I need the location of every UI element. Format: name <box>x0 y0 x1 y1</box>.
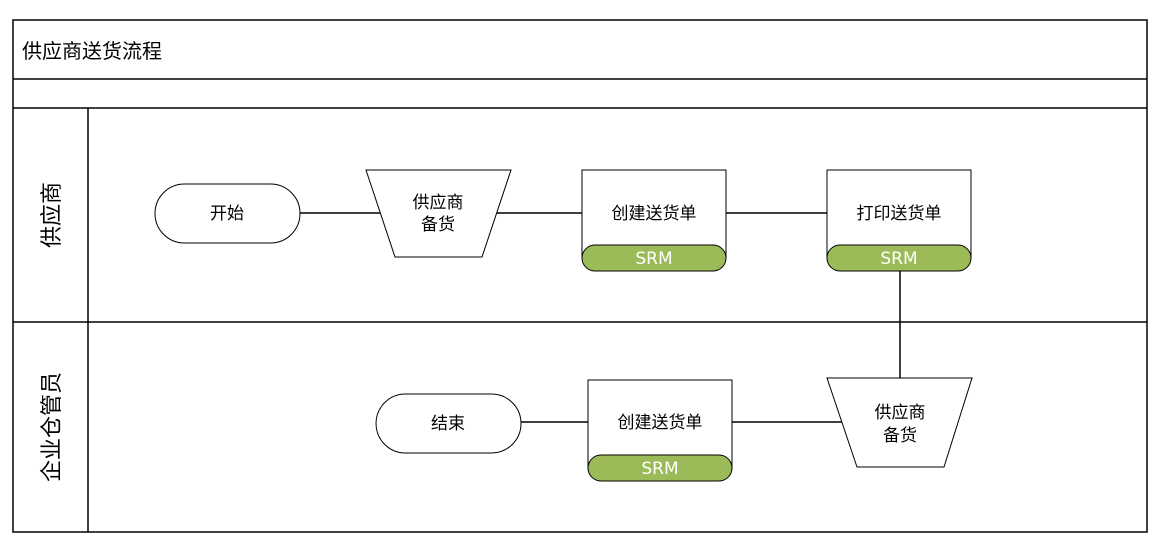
create-delivery-note-label-bottom: 创建送货单 <box>618 413 703 433</box>
create-delivery-note-node-bottom: 创建送货单 SRM <box>587 379 733 482</box>
srm-tag-create-bottom-label: SRM <box>641 459 678 479</box>
srm-tag-print-label: SRM <box>880 249 917 269</box>
create-delivery-note-label-top: 创建送货单 <box>612 204 697 224</box>
start-label: 开始 <box>210 204 244 224</box>
end-label: 结束 <box>431 414 465 434</box>
print-delivery-note-node: 打印送货单 SRM <box>826 169 972 272</box>
srm-tag-create-bottom <box>587 454 733 482</box>
diagram-title: 供应商送货流程 <box>22 39 162 63</box>
supplier-prepare-node-top: 供应商 备货 <box>365 169 512 258</box>
srm-tag-create-top <box>581 244 727 272</box>
lane-label-supplier: 供应商 <box>40 182 65 248</box>
supplier-prepare-node-bottom: 供应商 备货 <box>826 377 973 468</box>
print-delivery-note-label: 打印送货单 <box>857 204 942 224</box>
supplier-prepare-label-top-1: 供应商 <box>413 193 464 213</box>
srm-tag-create-top-label: SRM <box>635 249 672 269</box>
create-delivery-note-node-top: 创建送货单 SRM <box>581 169 727 272</box>
lane-label-warehouse: 企业仓管员 <box>40 372 65 482</box>
end-node: 结束 <box>375 393 522 454</box>
supplier-prepare-label-top-2: 备货 <box>421 215 455 235</box>
start-node: 开始 <box>154 183 301 244</box>
supplier-prepare-label-bottom-1: 供应商 <box>875 403 926 423</box>
srm-tag-print <box>826 244 972 272</box>
supplier-prepare-label-bottom-2: 备货 <box>883 426 917 446</box>
diagram-frame <box>12 19 1148 533</box>
